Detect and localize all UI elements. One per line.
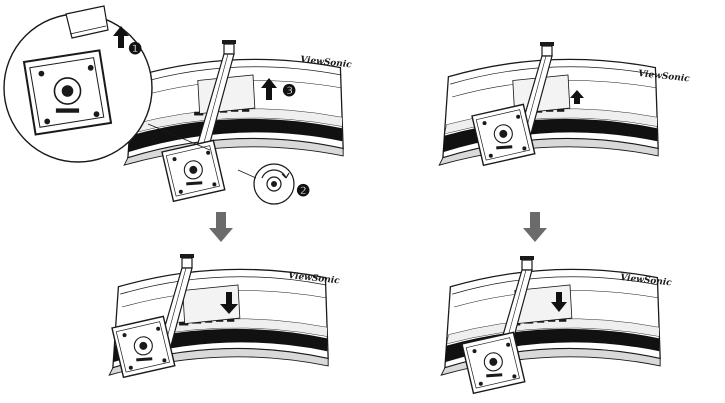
panel-bottom-left: ViewSonic (108, 253, 341, 379)
panel-top-left: ViewSonic ❶ ❷ ❸ (3, 5, 353, 205)
down-arrow-icon (551, 292, 567, 312)
up-arrow-icon (570, 90, 584, 104)
up-arrow-icon (113, 26, 129, 48)
up-arrow-icon (261, 78, 277, 100)
monitor-rear-view (438, 58, 659, 166)
panel-top-right: ViewSonic (438, 41, 691, 167)
step-badge-2: ❷ (296, 183, 310, 200)
down-arrow-icon (523, 212, 547, 242)
down-arrow-icon (209, 212, 233, 242)
step-badge-3: ❸ (282, 83, 296, 100)
down-arrow-icon (220, 292, 238, 314)
zoom-bracket-detail (22, 49, 113, 136)
monitor-rear-view (123, 58, 344, 166)
release-button (65, 5, 109, 39)
panel-bottom-right: ViewSonic (440, 255, 673, 395)
step-badge-1: ❶ (128, 41, 142, 58)
rotate-icon (261, 169, 287, 179)
